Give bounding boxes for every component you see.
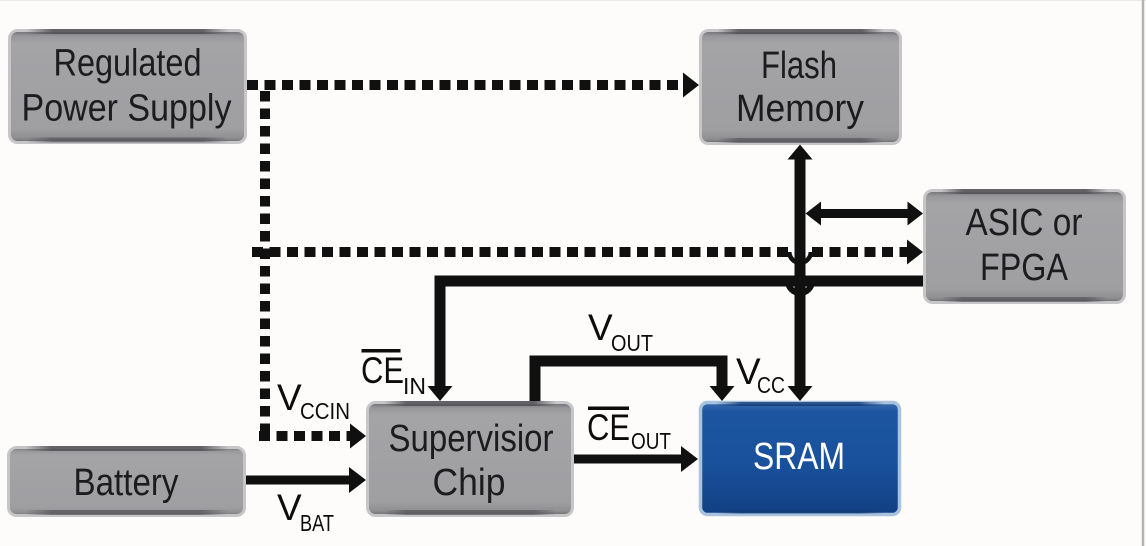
svg-text:V: V [588, 307, 613, 348]
svg-text:Regulated: Regulated [54, 43, 202, 85]
svg-text:IN: IN [403, 373, 426, 399]
svg-text:CCIN: CCIN [300, 398, 350, 424]
svg-text:CE: CE [361, 350, 404, 391]
svg-text:FPGA: FPGA [980, 247, 1069, 289]
svg-text:V: V [736, 351, 761, 392]
svg-text:Memory: Memory [736, 88, 864, 130]
svg-text:Power Supply: Power Supply [22, 88, 232, 130]
svg-text:ASIC or: ASIC or [966, 202, 1083, 244]
svg-text:CC: CC [757, 372, 785, 398]
svg-text:Battery: Battery [74, 462, 179, 504]
svg-text:V: V [277, 487, 302, 528]
svg-text:BAT: BAT [300, 510, 334, 536]
svg-text:SRAM: SRAM [753, 436, 845, 478]
svg-text:CE: CE [587, 407, 630, 448]
svg-text:Flash: Flash [761, 45, 837, 87]
svg-text:OUT: OUT [611, 330, 653, 356]
svg-text:OUT: OUT [631, 428, 671, 454]
svg-text:Supervisior: Supervisior [389, 418, 554, 460]
svg-text:V: V [277, 377, 302, 418]
svg-text:Chip: Chip [433, 462, 506, 504]
